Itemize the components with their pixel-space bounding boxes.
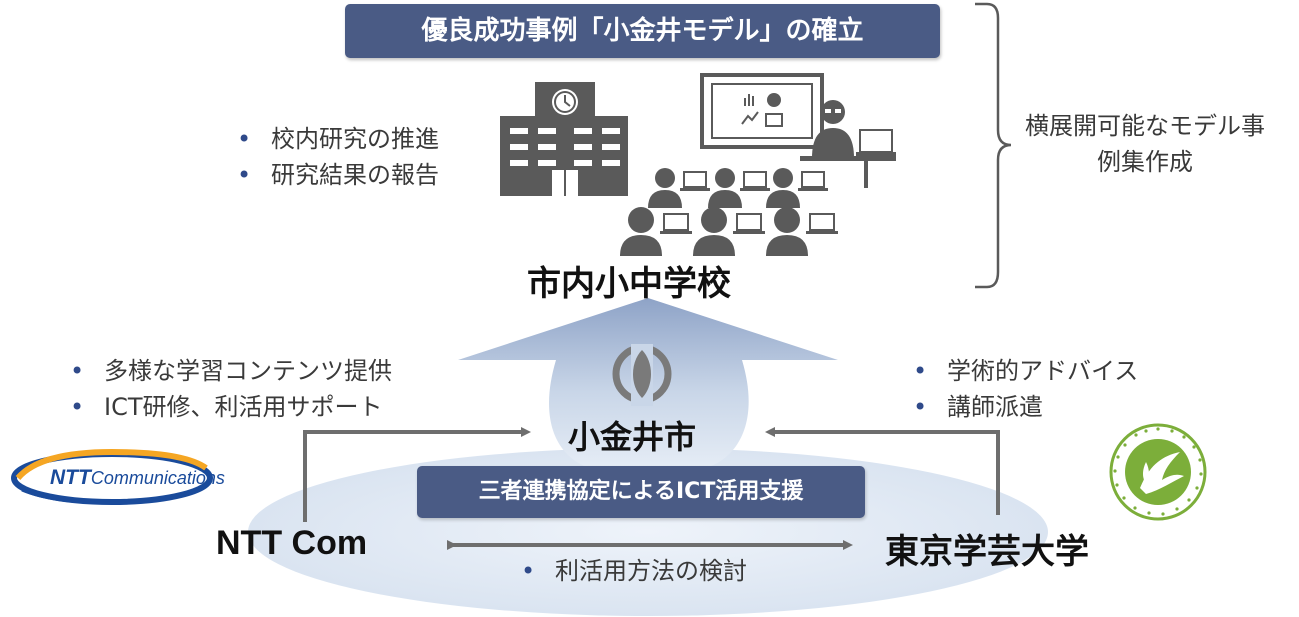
ntt-logo-icon xyxy=(11,448,213,505)
city-label: 小金井市 xyxy=(568,418,697,456)
schools-label: 市内小中学校 xyxy=(527,264,731,304)
ntt-to-city-arrow xyxy=(303,427,531,522)
school-bullet-item: 研究結果の報告 xyxy=(237,157,439,193)
university-bullet-item: 学術的アドバイス xyxy=(913,353,1138,389)
classroom-icon xyxy=(620,73,896,256)
university-bullet-list: 学術的アドバイス 講師派遣 xyxy=(913,353,1138,425)
bottom-bullet-list: 利活用方法の検討 xyxy=(521,553,747,589)
title-banner: 優良成功事例「小金井モデル」の確立 xyxy=(345,4,940,58)
school-bullet-item: 校内研究の推進 xyxy=(237,121,439,157)
school-bullet-list: 校内研究の推進 研究結果の報告 xyxy=(237,121,439,193)
agreement-banner: 三者連携協定によるICT活用支援 xyxy=(417,466,865,518)
university-label: 東京学芸大学 xyxy=(885,532,1089,572)
ntt-bullet-item: ICT研修、利活用サポート xyxy=(70,389,392,425)
ntt-bullet-list: 多様な学習コンテンツ提供 ICT研修、利活用サポート xyxy=(70,353,392,425)
ntt-bullet-item: 多様な学習コンテンツ提供 xyxy=(70,353,392,389)
ntt-com-label: NTT Com xyxy=(216,524,368,562)
city-emblem-icon xyxy=(612,344,672,406)
university-to-city-arrow xyxy=(765,427,1000,515)
bracket-shape xyxy=(975,2,1012,289)
bottom-bullet-item: 利活用方法の検討 xyxy=(521,553,747,589)
school-building-icon xyxy=(500,82,628,196)
side-note: 横展開可能なモデル事例集作成 xyxy=(1025,112,1265,176)
university-seal-icon xyxy=(1109,423,1207,521)
ntt-logo-text: NTTCommunications xyxy=(50,466,225,489)
university-bullet-item: 講師派遣 xyxy=(913,389,1138,425)
